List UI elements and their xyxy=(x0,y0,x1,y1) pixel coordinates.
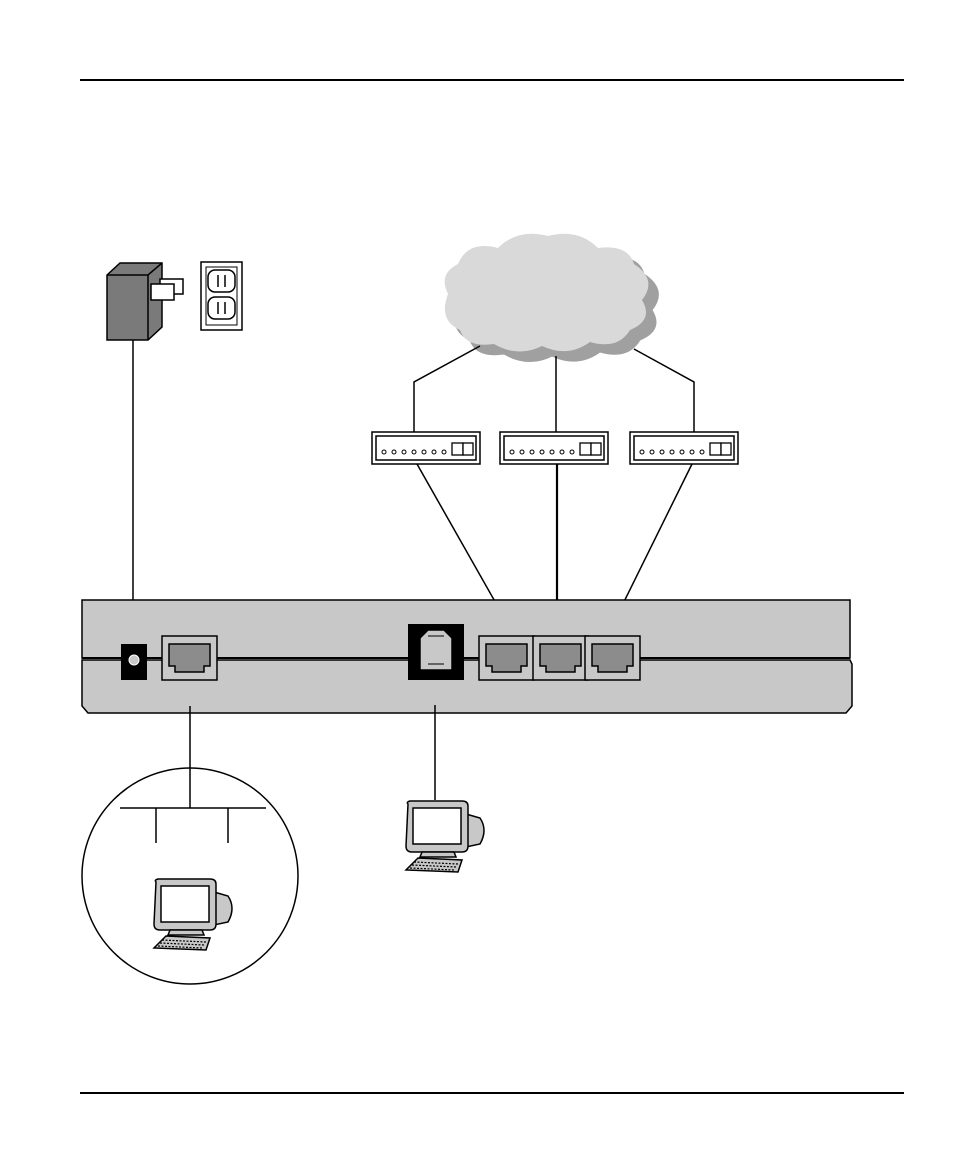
modem-icon xyxy=(500,432,608,464)
wan-port-2 xyxy=(533,636,588,680)
cloud-icon xyxy=(445,234,659,362)
ethernet-port xyxy=(162,636,217,680)
power-adapter-icon xyxy=(107,263,183,340)
cloud-links xyxy=(414,346,694,432)
router-back-panel xyxy=(82,600,852,713)
wall-outlet-icon xyxy=(201,262,242,330)
wan-port-3 xyxy=(585,636,640,680)
computer-icon xyxy=(406,801,484,872)
modem-icon xyxy=(630,432,738,464)
serial-console-port xyxy=(408,624,464,680)
lan-links xyxy=(120,706,266,843)
power-jack xyxy=(121,644,147,680)
computer-icon xyxy=(154,879,232,950)
wan-port-1 xyxy=(479,636,534,680)
modem-icon xyxy=(372,432,480,464)
